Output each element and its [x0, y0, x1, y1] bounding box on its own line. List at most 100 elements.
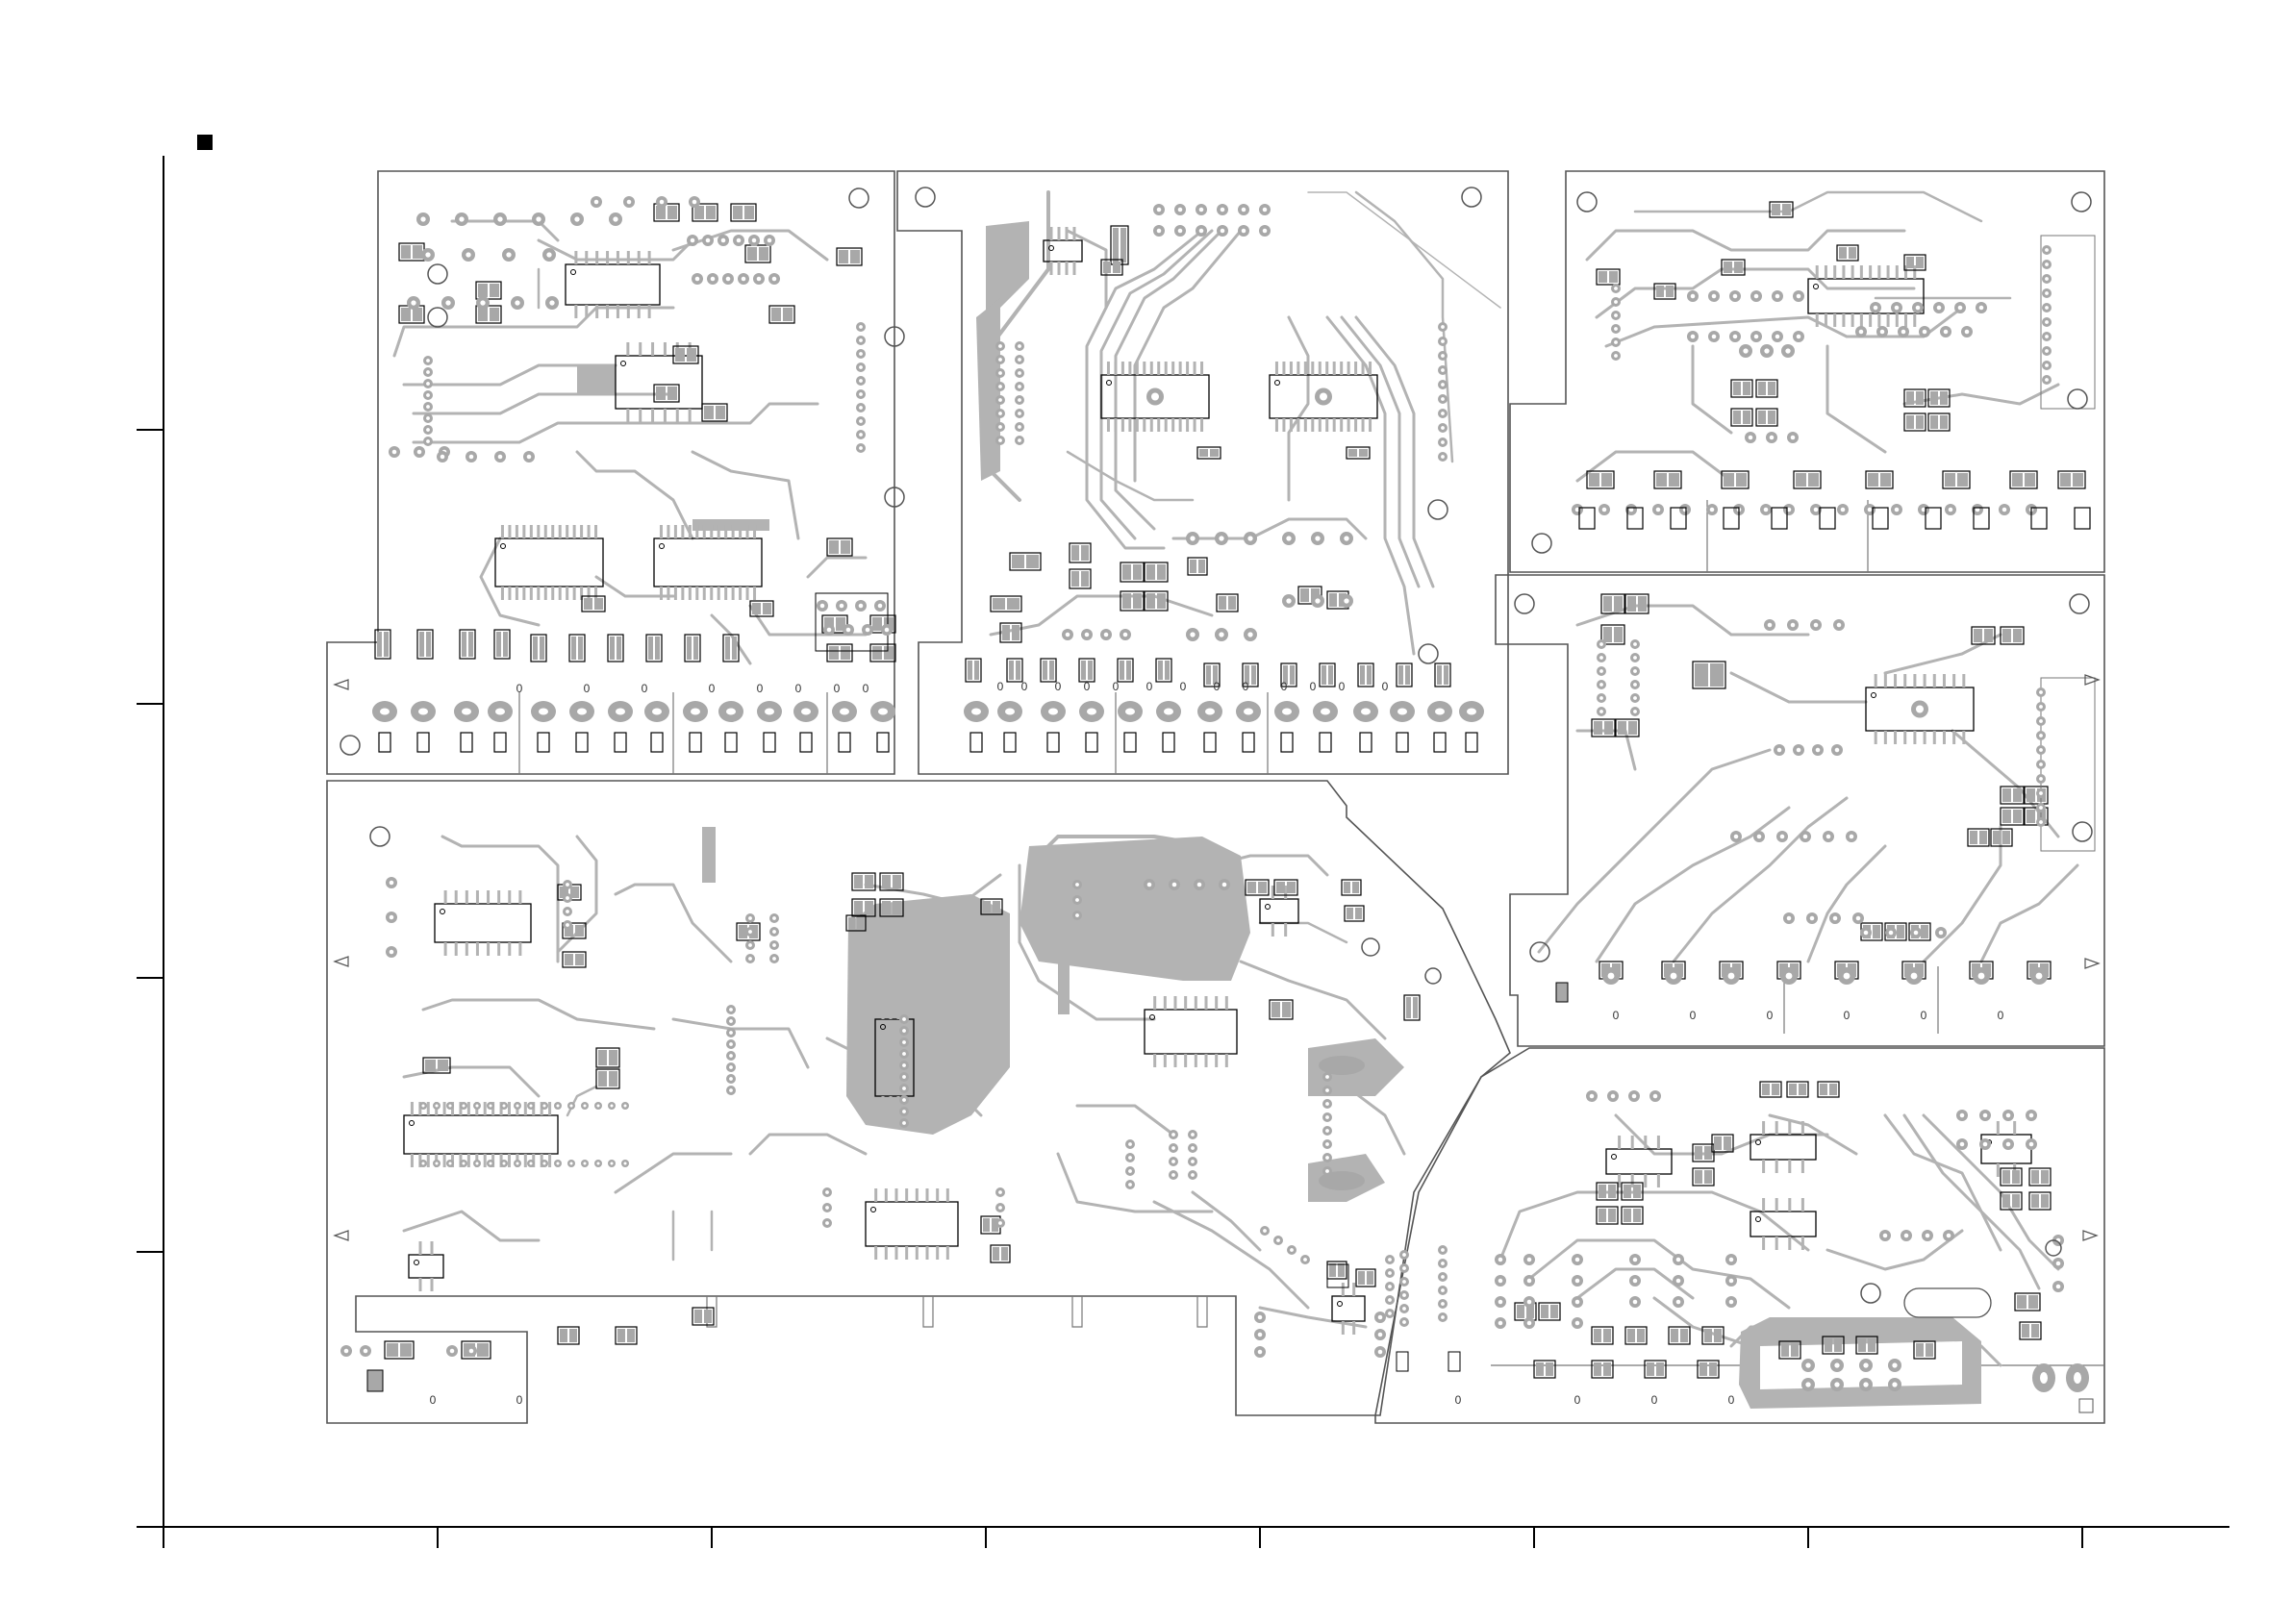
- pad-hole: [2036, 973, 2043, 980]
- trace: [1904, 385, 2058, 404]
- trace: [750, 1135, 866, 1154]
- component-pad: [1680, 1329, 1688, 1342]
- pad-hole: [1728, 973, 1735, 980]
- component-pad: [1993, 831, 2001, 844]
- pad-hole: [450, 1349, 455, 1354]
- pad-hole: [998, 438, 1002, 442]
- component-pad: [2041, 1170, 2049, 1184]
- jack-slot: [839, 733, 850, 752]
- component-pad: [656, 206, 666, 219]
- pad-hole: [1441, 1248, 1445, 1252]
- pad-hole: [902, 1017, 906, 1021]
- component-pad: [704, 406, 714, 419]
- pad-hole: [1199, 229, 1204, 234]
- component-pad: [1103, 262, 1111, 273]
- pad-hole: [1895, 508, 1900, 512]
- ic-thermal-hole: [1916, 706, 1924, 713]
- pad-hole: [1710, 508, 1715, 512]
- pad-hole: [1864, 931, 1869, 936]
- jack-slot: [461, 733, 472, 752]
- jack-pad: [1556, 983, 1568, 1002]
- pad-label: 0: [1767, 1009, 1774, 1022]
- pad-hole: [1599, 696, 1603, 700]
- component-pad: [1704, 1329, 1712, 1342]
- pad-hole: [729, 1019, 733, 1023]
- pad-hole: [859, 392, 863, 396]
- pad-hole: [1671, 973, 1677, 980]
- component-pad: [983, 901, 991, 912]
- mounting-hole: [2072, 192, 2091, 212]
- pad-hole: [1856, 916, 1861, 921]
- component-pad: [1849, 247, 1856, 259]
- component-pad: [1026, 555, 1039, 568]
- pad-hole: [1191, 1146, 1195, 1150]
- pad-hole: [902, 1121, 906, 1125]
- pad-hole: [469, 455, 474, 460]
- ic-pin1-dot: [1266, 905, 1271, 910]
- pad-hole: [902, 1052, 906, 1056]
- component-pad: [1133, 593, 1142, 609]
- pad-hole: [2045, 277, 2049, 281]
- component-pad: [1614, 627, 1623, 642]
- pad-hole: [1833, 916, 1838, 921]
- component-pad: [1599, 1185, 1606, 1198]
- component-pad: [610, 637, 615, 660]
- pad-hole: [902, 1075, 906, 1079]
- pad-hole: [1325, 1142, 1329, 1146]
- trace: [1500, 1192, 1808, 1260]
- component-pad: [841, 540, 850, 554]
- pad-hole: [1263, 1229, 1267, 1233]
- component-pad: [1762, 1084, 1770, 1095]
- component-pad: [1120, 661, 1124, 680]
- pad-hole: [878, 604, 883, 609]
- component-pad: [1300, 588, 1309, 602]
- component-pad: [1344, 882, 1350, 893]
- pad-hole: [1691, 335, 1696, 339]
- component-pad: [1290, 665, 1295, 685]
- trace: [404, 1212, 539, 1240]
- pad-hole: [462, 1104, 465, 1107]
- pad-label: 0: [757, 682, 764, 695]
- component-pad: [1251, 665, 1256, 685]
- pad-hole: [448, 1104, 451, 1107]
- jack-hole: [1048, 709, 1058, 715]
- pad-hole: [859, 604, 864, 609]
- pad-hole: [1904, 1234, 1909, 1238]
- mounting-hole: [340, 736, 360, 755]
- pad-label: 0: [584, 682, 591, 695]
- pad-hole: [729, 1088, 733, 1092]
- pad-hole: [742, 277, 746, 282]
- ic-package: [566, 264, 660, 305]
- pad-hole: [1978, 973, 1985, 980]
- component-pad: [1398, 665, 1403, 685]
- pad-hole: [1075, 898, 1079, 902]
- jack-hole: [691, 709, 700, 715]
- ic-package: [866, 1202, 958, 1246]
- jack-slot: [1204, 733, 1216, 752]
- pad-hole: [1614, 313, 1618, 317]
- component-pad: [468, 632, 473, 657]
- component-pad: [882, 875, 891, 888]
- jack-hole: [1205, 709, 1215, 715]
- component-pad: [1157, 564, 1166, 580]
- ic-pin1-dot: [441, 910, 445, 914]
- component-pad: [2031, 1194, 2039, 1208]
- component-pad: [477, 1343, 489, 1357]
- component-pad: [1873, 925, 1880, 938]
- component-pad: [839, 250, 848, 263]
- trace: [991, 596, 1212, 635]
- component-pad: [400, 1343, 412, 1357]
- mounting-hole: [916, 187, 935, 207]
- component-pad: [1758, 382, 1766, 395]
- pad-hole: [1128, 1169, 1132, 1173]
- pad-hole: [1979, 306, 1984, 311]
- pad-hole: [1633, 656, 1637, 660]
- component-pad: [1016, 661, 1020, 680]
- pad-hole: [1939, 931, 1944, 936]
- pad-hole: [1676, 1300, 1681, 1305]
- input-arrow-icon: [2085, 675, 2099, 685]
- crystal-pad: [1319, 1171, 1365, 1190]
- component-pad: [1206, 665, 1211, 685]
- component-pad: [1113, 262, 1120, 273]
- pad-hole: [998, 344, 1002, 348]
